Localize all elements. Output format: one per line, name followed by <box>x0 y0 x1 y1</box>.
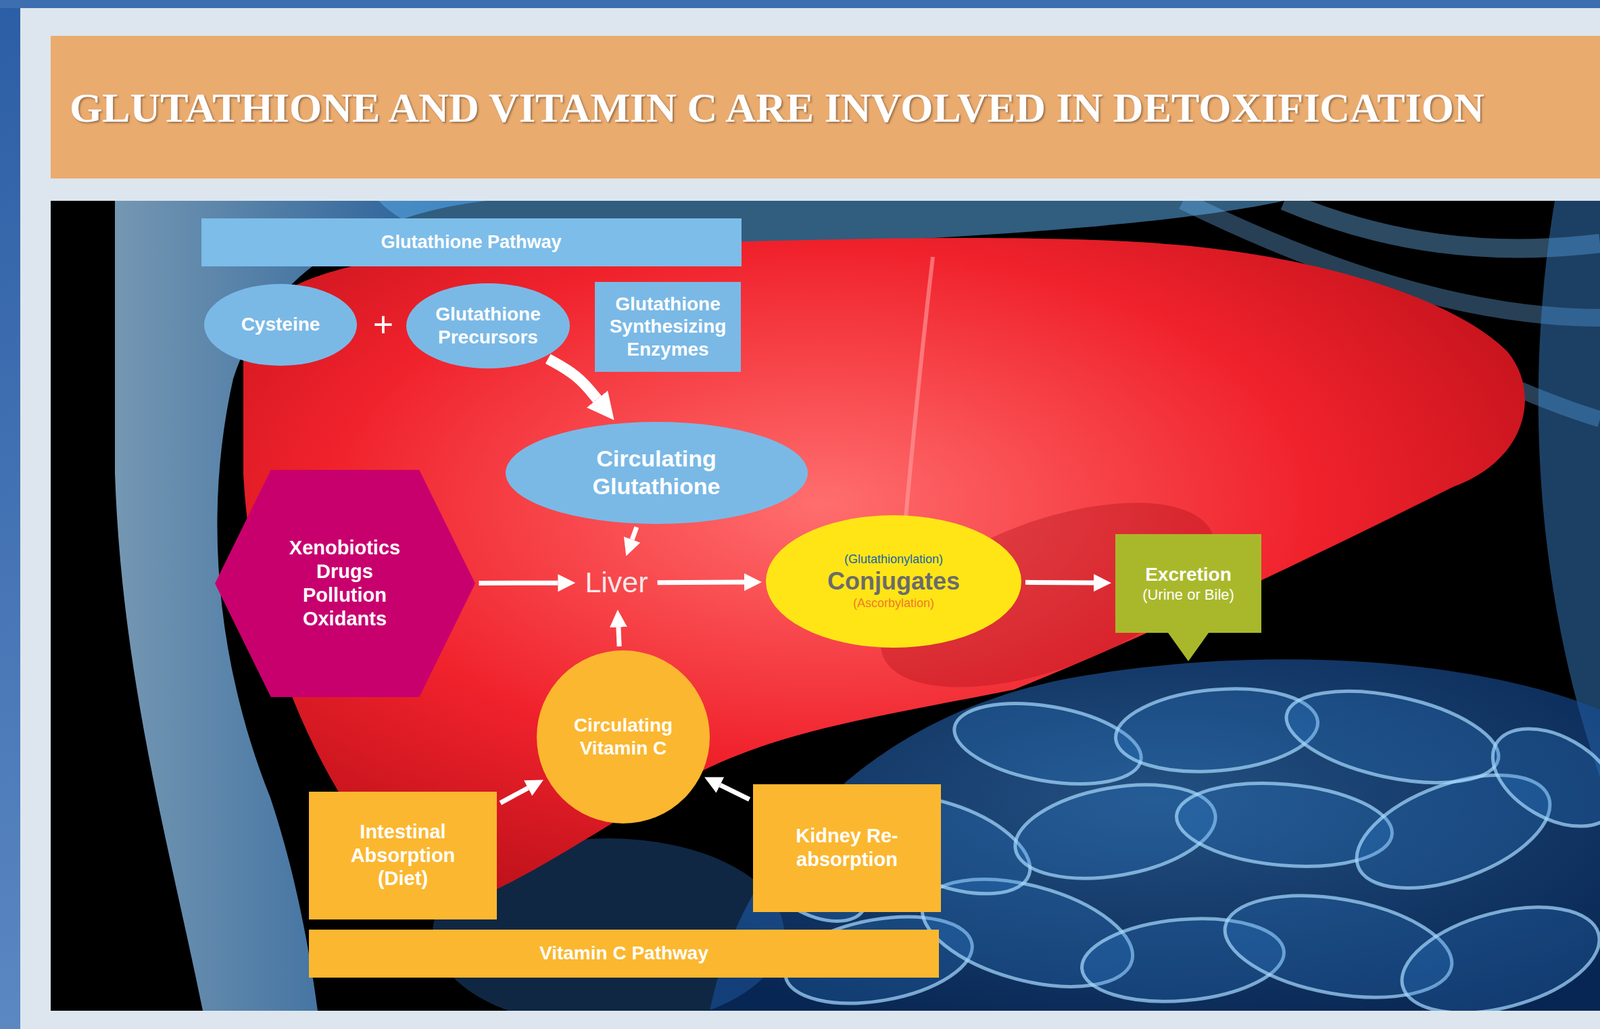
source-box: Kidney Re-absorption <box>753 784 941 912</box>
output-callout: Excretion(Urine or Bile) <box>1115 534 1262 633</box>
title-text: GLUTATHIONE AND VITAMIN C ARE INVOLVED I… <box>69 83 1485 132</box>
node-text-group: Glutathione Precursors <box>435 302 541 349</box>
node-text-group: Vitamin C Pathway <box>539 941 709 965</box>
node-text-group: Glutathione Pathway <box>380 231 562 253</box>
process-box: Glutathione Synthesizing Enzymes <box>594 281 741 372</box>
input-hexagon: Xenobiotics Drugs Pollution Oxidants <box>214 469 476 697</box>
node-text: Intestinal Absorption (Diet) <box>350 819 456 891</box>
illustration-group <box>50 200 1600 1011</box>
flow-arrow <box>632 527 637 541</box>
node-text: Circulating Vitamin C <box>569 713 678 760</box>
node-text-group: Circulating Glutathione <box>592 444 721 501</box>
pathway-band: Vitamin C Pathway <box>308 929 939 978</box>
node-text: Circulating Glutathione <box>592 444 721 501</box>
title-band: GLUTATHIONE AND VITAMIN C ARE INVOLVED I… <box>50 35 1600 179</box>
process-ellipse: Circulating Glutathione <box>505 421 808 524</box>
callout-pointer <box>1168 632 1209 662</box>
source-box: Intestinal Absorption (Diet) <box>308 791 497 920</box>
node-text-group: Circulating Vitamin C <box>569 713 678 760</box>
node-text-group: Cysteine <box>241 312 321 336</box>
flow-arrow <box>500 788 528 804</box>
side-strip <box>0 0 21 1029</box>
node-text-group: Excretion(Urine or Bile) <box>1142 563 1235 604</box>
node-text: (Glutathionylation) <box>844 552 943 568</box>
intestine-loop <box>1475 708 1600 847</box>
node-text-group: Kidney Re-absorption <box>769 823 925 872</box>
panel-ground <box>50 200 1600 1011</box>
node-text-group: Intestinal Absorption (Diet) <box>350 819 456 891</box>
node-text: Vitamin C Pathway <box>539 941 709 965</box>
hexagon-fill <box>214 469 476 697</box>
node-text-group: Liver <box>584 565 648 601</box>
process-ellipse: Cysteine <box>204 283 357 366</box>
node-text: Xenobiotics Drugs Pollution Oxidants <box>289 536 401 630</box>
node-text: Conjugates <box>827 566 960 596</box>
pathway-band: Glutathione Pathway <box>201 218 742 267</box>
flow-arrow <box>618 627 620 647</box>
node-text-group: Xenobiotics Drugs Pollution Oxidants <box>289 536 401 630</box>
node-text: Kidney Re-absorption <box>769 823 925 872</box>
node-text: Excretion <box>1145 563 1232 587</box>
top-bar <box>0 0 1600 9</box>
node-text-group: Glutathione Synthesizing Enzymes <box>609 292 727 361</box>
intestine-loop <box>1278 674 1507 799</box>
flow-arrow <box>719 784 749 799</box>
node-text: Glutathione Synthesizing Enzymes <box>609 292 727 361</box>
product-ellipse: (Glutathionylation)Conjugates(Ascorbylat… <box>765 515 1022 648</box>
torso-right <box>1538 200 1600 778</box>
node-text: Glutathione Pathway <box>380 231 562 253</box>
hexagon-outline <box>214 469 476 697</box>
nutrient-circle: Circulating Vitamin C <box>536 650 710 824</box>
flow-arrow <box>657 579 745 586</box>
node-text: Liver <box>584 565 648 601</box>
node-text: Glutathione Precursors <box>435 302 541 349</box>
flow-arrow <box>548 358 598 400</box>
flow-arrow <box>479 580 559 586</box>
operator-label: + <box>373 306 394 343</box>
flow-arrow <box>1025 579 1094 586</box>
process-ellipse: Glutathione Precursors <box>406 283 570 369</box>
node-text: Cysteine <box>241 312 321 336</box>
node-text-group: (Glutathionylation)Conjugates(Ascorbylat… <box>827 552 960 611</box>
intestine-loop <box>1390 888 1600 1011</box>
organ-label: Liver <box>579 559 653 606</box>
node-text: (Ascorbylation) <box>853 596 935 612</box>
node-text: (Urine or Bile) <box>1142 586 1235 604</box>
